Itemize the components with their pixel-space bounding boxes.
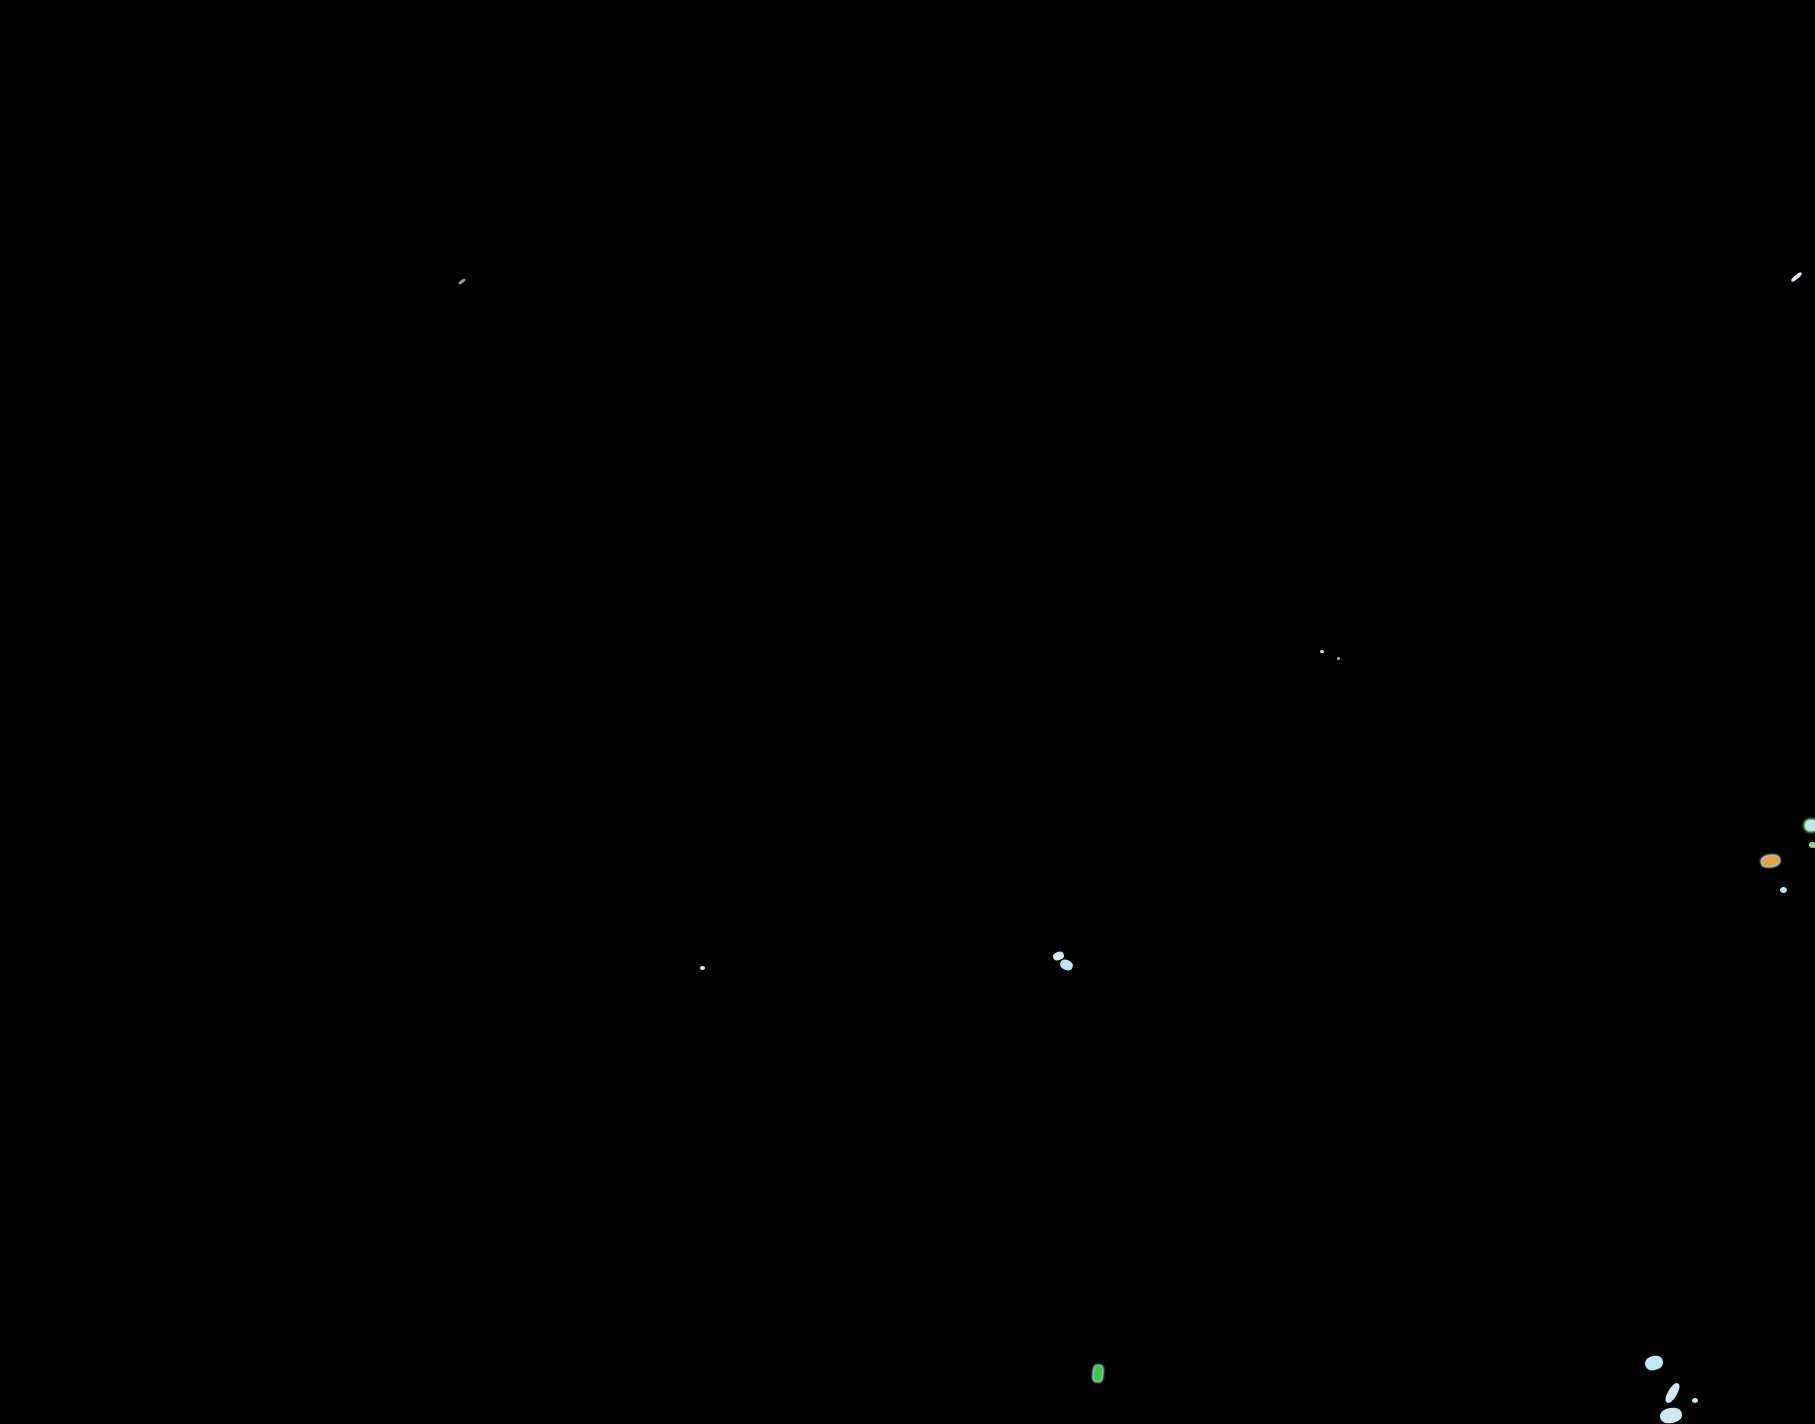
echo-cyan-dot-small — [1692, 1398, 1698, 1403]
echo-slash-topright — [1790, 271, 1803, 283]
echo-slash-topleft — [457, 277, 467, 286]
echo-cyan-cluster-a — [1643, 1353, 1665, 1373]
echo-right-edge-cyan — [1805, 820, 1815, 831]
echo-green-cell-bottom — [1093, 1365, 1103, 1382]
echo-dot-upper-b — [1337, 657, 1340, 660]
echo-blue-blob-b — [1058, 957, 1075, 973]
echo-blue-blob-a — [1051, 950, 1066, 962]
echo-cyan-streak — [1663, 1381, 1682, 1405]
echo-cyan-bottom-edge — [1658, 1406, 1684, 1424]
echo-orange-cell — [1761, 854, 1780, 868]
echo-white-dot-left — [700, 966, 705, 970]
echo-right-edge-green — [1808, 841, 1815, 849]
echo-cyan-dot — [1780, 887, 1787, 893]
echo-dot-upper-a — [1320, 650, 1324, 653]
